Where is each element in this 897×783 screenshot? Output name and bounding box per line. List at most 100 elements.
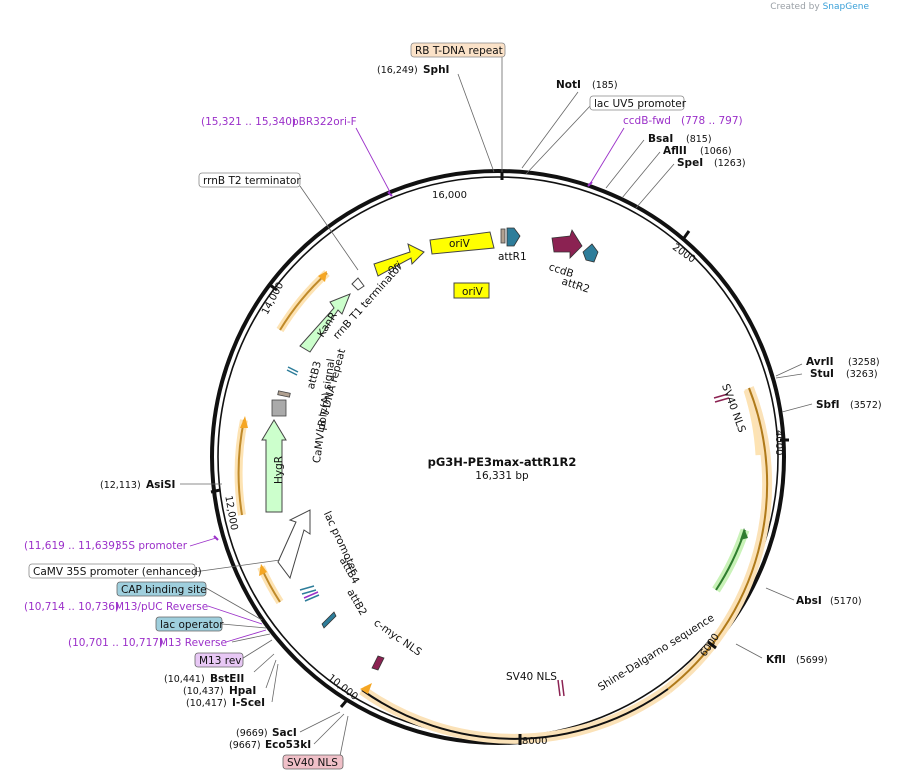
- attr2-label: attR2: [560, 275, 591, 295]
- primer-m13rev-name: M13 Reverse: [159, 637, 227, 649]
- sv40-nls-marks-a: [557, 679, 565, 697]
- site-noti-name: NotI: [556, 79, 581, 91]
- attr2-feature: [582, 243, 599, 263]
- site-sphi-name: SphI: [423, 64, 449, 76]
- tick-marks: [210, 170, 789, 745]
- feature-arc-left-1: [276, 270, 330, 333]
- m13-rev-box: [194, 652, 244, 668]
- arrowhead-orange-bottom: [360, 683, 372, 694]
- attb2-feature: [321, 611, 337, 629]
- primer-pbr322-range: (15,321 .. 15,340): [201, 116, 296, 128]
- attb3-feature: [286, 366, 299, 376]
- camv-polya-feature: [271, 399, 287, 417]
- oriv-feature-2: [453, 282, 490, 299]
- site-noti-pos: (185): [592, 80, 618, 91]
- site-spei-name: SpeI: [677, 157, 703, 169]
- lac-operator-box: [155, 616, 223, 632]
- primer-ccdb-range: (778 .. 797): [681, 115, 743, 127]
- site-i-scei-pos: (10,417): [186, 698, 227, 709]
- lac-operator-marks: [303, 591, 320, 602]
- site-kfli-pos: (5699): [796, 655, 828, 666]
- attr1-feature: [506, 227, 521, 247]
- rrnb-t1-feature: [351, 277, 365, 291]
- site-hpai-pos: (10,437): [183, 686, 224, 697]
- oriv-label-1: oriV: [449, 238, 471, 250]
- cap-site-text: CAP binding site: [121, 584, 207, 596]
- cmyc-nls-feature: [371, 655, 385, 671]
- site-sphi-pos: (16,249): [377, 65, 418, 76]
- rrnb-t2-box: [198, 172, 301, 188]
- site-avrii-name: AvrII: [806, 356, 834, 368]
- sv40-nls-label-a: SV40 NLS: [506, 671, 557, 683]
- site-absi-name: AbsI: [796, 595, 822, 607]
- site-bsai-pos: (815): [686, 134, 712, 145]
- primer-35s-range: (11,619 .. 11,639): [24, 540, 119, 552]
- site-eco53ki-name: Eco53kI: [265, 739, 311, 751]
- plasmid-name: pG3H-PE3max-attR1R2: [428, 455, 577, 469]
- tick-label-8000: 8000: [522, 736, 547, 747]
- hygr-feature: [261, 419, 287, 513]
- ori-feature: [373, 243, 425, 277]
- m13-rev-text: M13 rev: [199, 655, 242, 667]
- primer-mark-ccdb: [587, 181, 593, 187]
- ori-label: ori: [386, 259, 403, 276]
- rrnb-t2-text: rrnB T2 terminator: [203, 175, 301, 187]
- tick-label-4000: 4000: [773, 430, 784, 455]
- site-hpai-name: HpaI: [229, 685, 256, 697]
- primer-mark-pbr322: [387, 191, 393, 197]
- lb-tdna-feature: [277, 390, 291, 398]
- site-asisi-name: AsiSI: [146, 479, 175, 491]
- lac-uv5-box: [589, 95, 685, 111]
- site-stui-pos: (3263): [846, 369, 878, 380]
- site-sbfi-pos: (3572): [850, 400, 882, 411]
- site-i-scei-name: I-SceI: [232, 697, 265, 709]
- camv35s-text: CaMV 35S promoter (enhanced): [33, 566, 202, 578]
- sv40-nls-text: SV40 NLS: [287, 757, 338, 769]
- leader-lines: [180, 56, 813, 757]
- lac-operator-text: lac operator: [160, 619, 224, 631]
- lac-uv5-text: lac UV5 promoter: [594, 98, 687, 110]
- snapgene-logo: SnapGene: [822, 2, 869, 12]
- kanr-feature: [299, 293, 351, 353]
- cmyc-nls-label: c-myc NLS: [371, 617, 424, 659]
- arrowhead-left-3: [259, 564, 267, 576]
- oriv-label-2: oriV: [462, 286, 484, 298]
- site-saci-pos: (9669): [236, 728, 268, 739]
- arrowhead-green: [740, 528, 748, 540]
- hygr-label: HygR: [273, 456, 285, 484]
- site-aflii-pos: (1066): [700, 146, 732, 157]
- sv40-nls-marks-b: [713, 393, 730, 403]
- site-bsai-name: BsaI: [648, 133, 673, 145]
- site-bsteii-pos: (10,441): [164, 674, 205, 685]
- snapgene-credit: Created by SnapGene: [770, 2, 869, 12]
- primer-m13puc-name: M13/pUC Reverse: [115, 601, 208, 613]
- site-sbfi-name: SbfI: [816, 399, 840, 411]
- site-bsteii-name: BstEII: [210, 673, 244, 685]
- site-spei-pos: (1263): [714, 158, 746, 169]
- cap-site-box: [116, 581, 207, 597]
- primer-lines: [189, 127, 625, 643]
- primer-ccdb-name: ccdB-fwd: [623, 115, 671, 127]
- tick-label-16000: 16,000: [432, 190, 467, 201]
- primer-35s-name: 35S promoter: [115, 540, 188, 552]
- site-eco53ki-pos: (9667): [229, 740, 261, 751]
- feature-arc-orange-bottom-core: [361, 688, 669, 740]
- attb4-feature: [299, 585, 317, 595]
- feature-arc-orange-right-core: [667, 387, 769, 690]
- primer-pbr322-name: pBR322ori-F: [292, 116, 357, 128]
- rb-tdna-text: RB T-DNA repeat: [415, 45, 503, 57]
- feature-arc-orange-bottom: [359, 684, 671, 744]
- ccdb-feature: [551, 229, 583, 259]
- site-saci-name: SacI: [272, 727, 297, 739]
- sv40-nls-label-b: SV40 NLS: [719, 382, 748, 434]
- tick-label-14000: 14,000: [260, 281, 286, 317]
- site-stui-name: StuI: [810, 368, 834, 380]
- plasmid-length: 16,331 bp: [475, 470, 529, 482]
- camv35s-box: [28, 563, 196, 579]
- attb2-label: attB2: [344, 587, 369, 618]
- site-avrii-pos: (3258): [848, 357, 880, 368]
- primer-m13rev-range: (10,701 .. 10,717): [68, 637, 163, 649]
- site-kfli-name: KflI: [766, 654, 786, 666]
- primer-mark-35s: [213, 535, 219, 541]
